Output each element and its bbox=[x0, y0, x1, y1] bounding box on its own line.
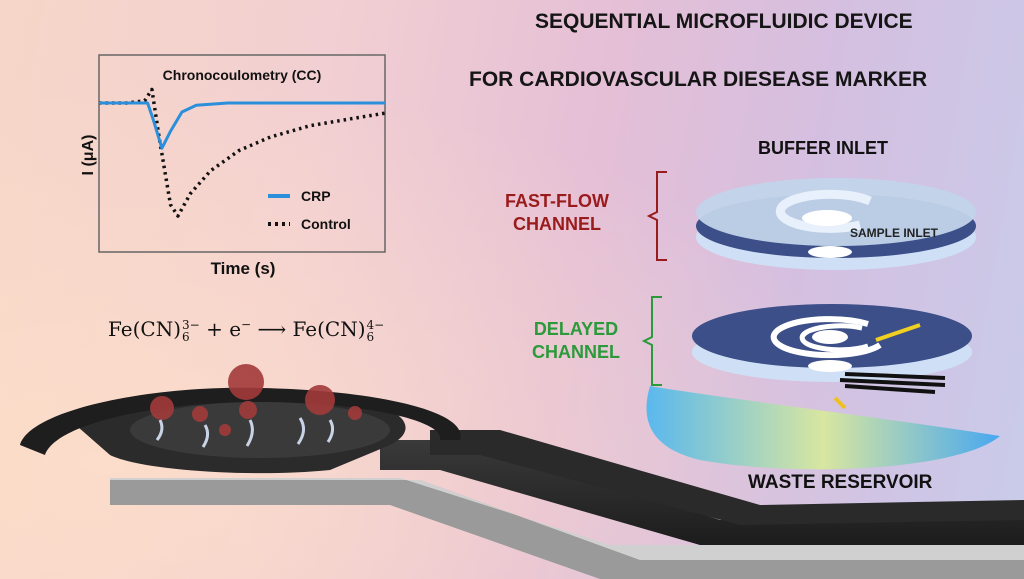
fast-flow-disc bbox=[696, 178, 976, 270]
sensor-strip bbox=[20, 364, 1024, 579]
series-line-control bbox=[99, 87, 386, 218]
delayed-disc bbox=[692, 304, 972, 394]
title-line-1: SEQUENTIAL MICROFLUIDIC DEVICE bbox=[535, 10, 913, 33]
y-axis-label: I (μA) bbox=[80, 135, 97, 176]
redox-equation: Fe(CN)3−6 + e− ⟶ Fe(CN)4−6 bbox=[108, 317, 384, 343]
delayed-line2: CHANNEL bbox=[532, 342, 620, 362]
legend-crp-label: CRP bbox=[301, 188, 331, 204]
buffer-inlet-label: BUFFER INLET bbox=[758, 138, 888, 158]
waste-reservoir bbox=[646, 386, 1000, 470]
fast-flow-bracket bbox=[646, 171, 667, 261]
eq-rhs-charge: 4− bbox=[366, 317, 385, 332]
fast-flow-line2: CHANNEL bbox=[512, 214, 601, 234]
delayed-label: DELAYED CHANNEL bbox=[532, 318, 620, 364]
eq-rhs: Fe(CN) bbox=[292, 317, 366, 341]
eq-electron-charge: − bbox=[241, 317, 252, 332]
chart-title: Chronocoulometry (CC) bbox=[163, 67, 322, 83]
eq-lhs: Fe(CN) bbox=[108, 317, 182, 341]
series-line-crp bbox=[99, 101, 385, 150]
delayed-bracket bbox=[641, 296, 662, 386]
fast-flow-label: FAST-FLOW CHANNEL bbox=[505, 190, 609, 236]
x-axis-label: Time (s) bbox=[211, 259, 276, 278]
eq-lhs-sub: 6 bbox=[182, 329, 190, 344]
chart-frame bbox=[98, 54, 386, 253]
sample-inlet-label: SAMPLE INLET bbox=[850, 226, 939, 240]
eq-arrow: ⟶ bbox=[257, 317, 287, 341]
title-line-2: FOR CARDIOVASCULAR DIESEASE MARKER bbox=[469, 68, 928, 91]
delayed-line1: DELAYED bbox=[533, 319, 619, 339]
eq-electron: + e bbox=[206, 317, 242, 341]
legend-control-label: Control bbox=[301, 216, 351, 232]
eq-rhs-sub: 6 bbox=[366, 329, 375, 344]
waste-reservoir-label: WASTE RESERVOIR bbox=[748, 472, 933, 493]
eq-lhs-charge: 3− bbox=[182, 317, 200, 332]
fast-flow-line1: FAST-FLOW bbox=[505, 191, 609, 211]
cc-chart: Chronocoulometry (CC) Time (s) I (μA) CR… bbox=[80, 54, 386, 278]
